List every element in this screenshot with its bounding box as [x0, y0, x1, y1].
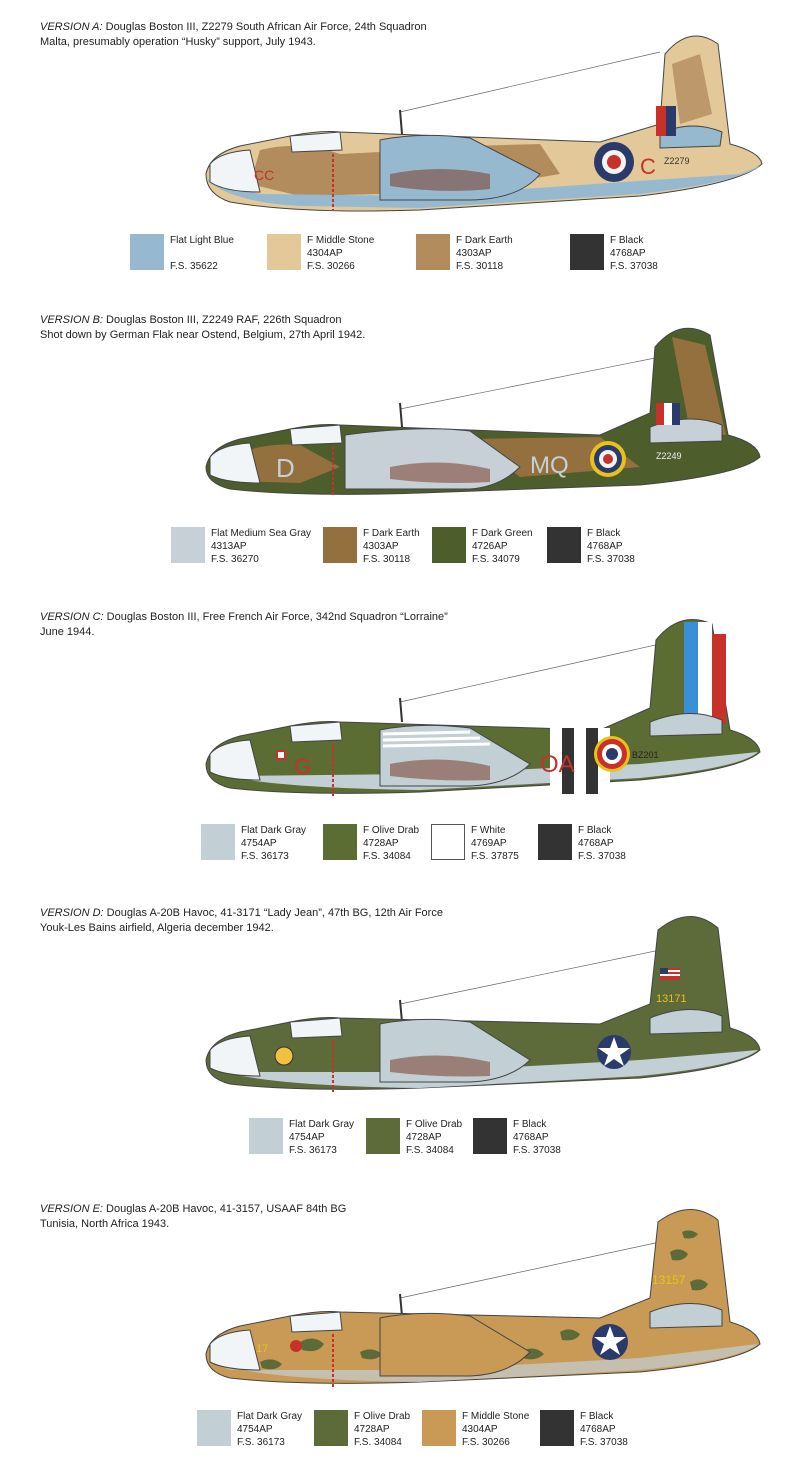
code-letters: OA [540, 751, 575, 778]
code-letters: MQ [530, 452, 569, 479]
caption-line2: June 1944. [40, 626, 95, 638]
version-e: VERSION E: Douglas A-20B Havoc, 41-3157,… [0, 1202, 800, 1469]
version-caption: VERSION E: Douglas A-20B Havoc, 41-3157,… [40, 1202, 560, 1232]
caption-line2: Youk-Les Bains airfield, Algeria decembe… [40, 922, 274, 934]
swatch-color [540, 1410, 574, 1446]
swatch-color [249, 1118, 283, 1154]
version-caption: VERSION B: Douglas Boston III, Z2249 RAF… [40, 313, 560, 343]
swatch-color [366, 1118, 400, 1154]
caption-line1: Douglas Boston III, Free French Air Forc… [103, 611, 448, 623]
version-label: VERSION D: [40, 907, 104, 919]
swatch-color [431, 824, 465, 860]
swatch-color [323, 824, 357, 860]
version-caption: VERSION D: Douglas A-20B Havoc, 41-3171 … [40, 906, 560, 936]
aircraft-profile-a: CC C Z2279 [205, 35, 763, 212]
swatch-color [416, 234, 450, 270]
swatch-color [197, 1410, 231, 1446]
swatch-color [547, 527, 581, 563]
swatch-color [130, 234, 164, 270]
serial-number: 13157 [652, 1273, 686, 1287]
caption-line1: Douglas A-20B Havoc, 41-3171 “Lady Jean”… [103, 907, 443, 919]
swatch-color [267, 234, 301, 270]
aircraft-profile-d: 13171 [205, 916, 761, 1092]
version-a: VERSION A: Douglas Boston III, Z2279 Sou… [0, 20, 800, 290]
swatch-color [201, 824, 235, 860]
code-letters: CC [254, 167, 274, 183]
swatch-color [323, 527, 357, 563]
swatch-label: Flat Light Blue F.S. 35622 [170, 235, 234, 272]
aircraft-profile-c: G OA BZ201 [205, 619, 761, 796]
swatch-color [171, 527, 205, 563]
swatch-color [432, 527, 466, 563]
serial-number: Z2279 [664, 156, 690, 166]
caption-line2: Shot down by German Flak near Ostend, Be… [40, 329, 366, 341]
swatch-color [422, 1410, 456, 1446]
aircraft-profile-e: 17 13157 [205, 1209, 761, 1388]
swatch-color [538, 824, 572, 860]
version-caption: VERSION A: Douglas Boston III, Z2279 Sou… [40, 20, 560, 50]
aircraft-letter: C [640, 154, 656, 179]
caption-line2: Tunisia, North Africa 1943. [40, 1218, 170, 1230]
version-d: VERSION D: Douglas A-20B Havoc, 41-3171 … [0, 906, 800, 1176]
swatch-color [314, 1410, 348, 1446]
swatch-color [570, 234, 604, 270]
code-letters: 17 [256, 1343, 268, 1355]
aircraft-profile-b: D MQ Z2249 [205, 327, 761, 497]
swatch-color [473, 1118, 507, 1154]
serial-number: 13171 [656, 993, 687, 1005]
version-b: VERSION B: Douglas Boston III, Z2249 RAF… [0, 313, 800, 583]
aircraft-letter: G [294, 754, 311, 779]
aircraft-letter: D [276, 453, 295, 483]
serial-number: BZ201 [632, 750, 659, 760]
swatch-row-a: Flat Light Blue F.S. 35622 F Middle Ston… [0, 234, 800, 274]
version-c: VERSION C: Douglas Boston III, Free Fren… [0, 610, 800, 880]
version-label: VERSION E: [40, 1203, 103, 1215]
version-label: VERSION B: [40, 314, 103, 326]
version-label: VERSION A: [40, 21, 103, 33]
caption-line2: Malta, presumably operation “Husky” supp… [40, 36, 316, 48]
caption-line1: Douglas Boston III, Z2279 South African … [102, 21, 427, 33]
caption-line1: Douglas A-20B Havoc, 41-3157, USAAF 84th… [102, 1203, 347, 1215]
version-label: VERSION C: [40, 611, 104, 623]
version-caption: VERSION C: Douglas Boston III, Free Fren… [40, 610, 560, 640]
serial-number: Z2249 [656, 451, 682, 461]
caption-line1: Douglas Boston III, Z2249 RAF, 226th Squ… [102, 314, 342, 326]
